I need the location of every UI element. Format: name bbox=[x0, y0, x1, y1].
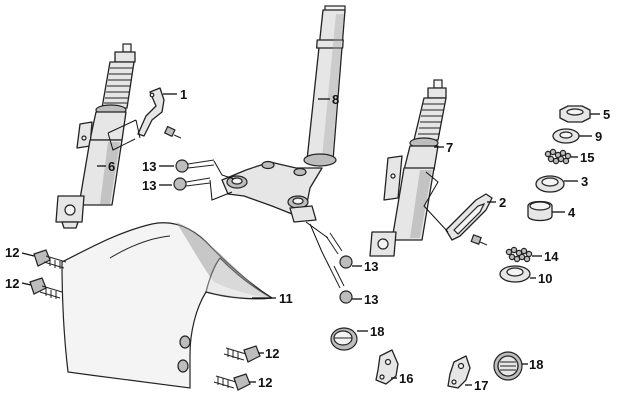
part-16-hose-clip bbox=[375, 349, 399, 385]
part-3-upper-race bbox=[535, 175, 565, 193]
callout-12b: 12 bbox=[5, 276, 19, 291]
part-18-cap-left bbox=[330, 327, 358, 351]
callout-13d: 13 bbox=[364, 292, 378, 307]
part-17-hose-clip bbox=[447, 355, 471, 389]
mount-line-13-upper bbox=[213, 160, 235, 180]
callout-12a: 12 bbox=[5, 245, 19, 260]
callout-12d: 12 bbox=[258, 375, 272, 390]
callout-11: 11 bbox=[279, 291, 293, 306]
callout-1: 1 bbox=[180, 87, 187, 102]
callout-18a: 18 bbox=[370, 324, 384, 339]
callout-17: 17 bbox=[474, 378, 488, 393]
callout-15: 15 bbox=[580, 150, 594, 165]
part-13-bolt-bottom bbox=[329, 265, 353, 304]
mount-line-13-bottom bbox=[309, 223, 331, 269]
mount-line-2 bbox=[423, 171, 449, 233]
callout-18b: 18 bbox=[529, 357, 543, 372]
part-12-screw-a bbox=[33, 249, 67, 269]
callout-16: 16 bbox=[399, 371, 413, 386]
part-10-bottom-race bbox=[499, 265, 531, 283]
callout-5: 5 bbox=[603, 107, 610, 122]
part-6-left-fork-leg bbox=[55, 43, 136, 229]
part-2-brake-hose-bracket bbox=[445, 193, 493, 246]
part-18-cap-right bbox=[493, 351, 523, 381]
part-9-lock-washer bbox=[552, 128, 580, 144]
callout-13c: 13 bbox=[364, 259, 378, 274]
part-1-brake-hose-bracket bbox=[137, 87, 182, 139]
mount-line-13-lower bbox=[209, 179, 233, 201]
callout-6: 6 bbox=[108, 159, 115, 174]
callout-3: 3 bbox=[581, 174, 588, 189]
part-12-screw-d bbox=[213, 373, 251, 391]
leader-12a bbox=[21, 252, 35, 257]
callout-13a: 13 bbox=[142, 159, 156, 174]
part-12-screw-c bbox=[223, 345, 261, 363]
part-13-bolt-mid bbox=[325, 232, 353, 269]
part-8-steering-stem bbox=[303, 5, 346, 167]
callout-14: 14 bbox=[544, 249, 559, 264]
mount-line-1 bbox=[107, 119, 141, 151]
part-13-bolt-upper bbox=[175, 159, 215, 173]
part-13-bolt-lower bbox=[173, 177, 211, 191]
callout-10: 10 bbox=[538, 271, 552, 286]
part-15-ball-bearings-upper bbox=[544, 148, 572, 165]
mount-line-13-mid bbox=[305, 221, 329, 239]
callout-13b: 13 bbox=[142, 178, 156, 193]
part-8-triple-clamp bbox=[221, 160, 323, 223]
callout-7: 7 bbox=[446, 140, 453, 155]
callout-8: 8 bbox=[332, 92, 339, 107]
callout-2: 2 bbox=[499, 195, 506, 210]
part-7-right-fork-leg bbox=[369, 79, 447, 257]
callout-9: 9 bbox=[595, 129, 602, 144]
part-4-lower-race bbox=[527, 200, 553, 222]
part-11-front-fender bbox=[61, 222, 274, 389]
leader-12b bbox=[21, 282, 32, 286]
part-14-ball-bearings-lower bbox=[505, 246, 533, 263]
callout-12c: 12 bbox=[265, 346, 279, 361]
callout-4: 4 bbox=[568, 205, 576, 220]
part-5-steering-nut bbox=[559, 105, 591, 123]
part-12-screw-b bbox=[29, 277, 63, 299]
